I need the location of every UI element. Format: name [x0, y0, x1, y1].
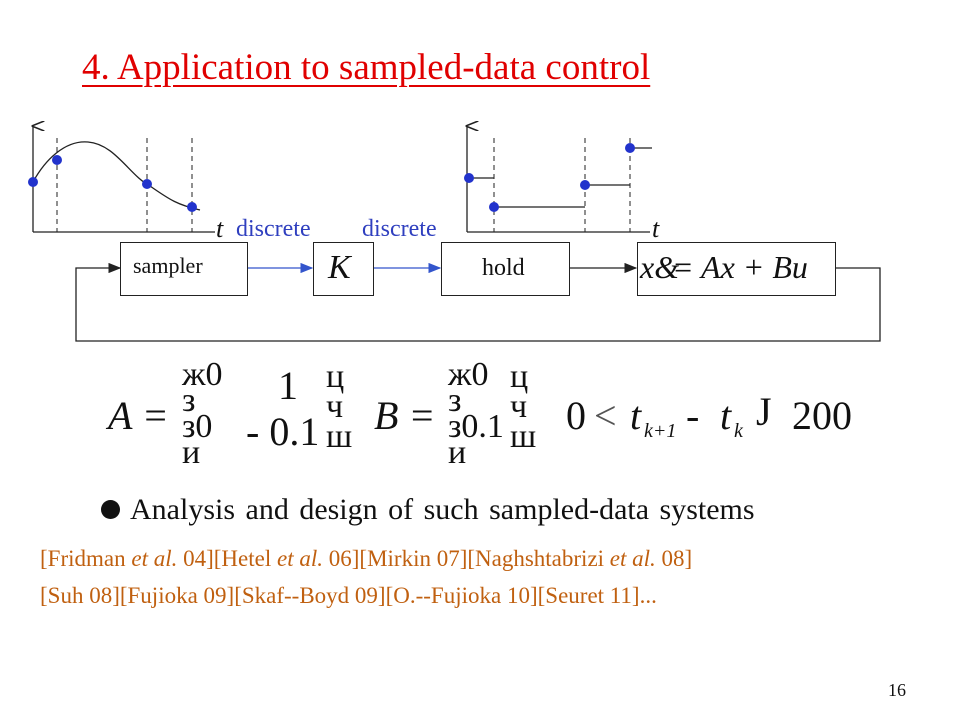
matrix-B-label: B =: [374, 393, 436, 438]
B-bracket-mid: з: [448, 382, 462, 419]
references-line-2: [Suh 08][Fujioka 09][Skaf--Boyd 09][O.--…: [40, 583, 657, 608]
plant-equation: = Ax + Bu: [672, 249, 808, 285]
references-line-1: [Fridman et al. 04][Hetel et al. 06][Mir…: [40, 546, 692, 572]
discrete-label-2: discrete: [362, 216, 437, 242]
A-rbracket-top: ц: [326, 358, 345, 395]
plant-block: x& = Ax + Bu: [637, 242, 836, 296]
B-rbracket-mid: ч: [510, 388, 528, 425]
reference-segment: 06][Mirkin 07][Naghshtabrizi: [323, 546, 610, 571]
constraint-t1: t: [630, 393, 642, 438]
constraint-k1: k+1: [644, 420, 677, 442]
matrix-A-entry-1: 1: [278, 363, 298, 408]
B-rbracket-bot: ш: [510, 418, 537, 455]
hold-block: hold: [441, 242, 570, 296]
reference-segment: 08]: [655, 546, 693, 571]
sampler-block: sampler: [120, 242, 248, 296]
matrix-A-entry-2: - 0.1: [246, 409, 320, 454]
constraint-t2: t: [720, 393, 732, 438]
matrix-B-left-bracket: ж0 з з0.1 и: [448, 356, 504, 471]
hold-label: hold: [482, 255, 525, 281]
plant-xdot: x&: [640, 249, 680, 285]
constraint-200: 200: [792, 393, 852, 438]
constraint-lt: <: [594, 393, 617, 438]
discrete-label-1: discrete: [236, 216, 311, 242]
slide-title: 4. Application to sampled-data control: [82, 47, 651, 88]
A-bracket-bot: з0: [182, 408, 213, 445]
matrix-A-label: A =: [108, 393, 169, 438]
reference-segment: 04][Hetel: [177, 546, 277, 571]
axis-label-t-right: t: [652, 214, 660, 243]
reference-segment: et al.: [277, 546, 323, 571]
A-rbracket-mid: ч: [326, 388, 344, 425]
A-bracket-top: ж0: [182, 356, 223, 393]
matrix-B-right-bracket: ц ч ш: [510, 358, 537, 455]
A-rbracket-bot: ш: [326, 418, 353, 455]
bullet-icon: [101, 500, 120, 519]
controller-block: K: [313, 242, 374, 296]
matrix-A-left-bracket: ж0 з з0 и: [182, 356, 223, 471]
reference-segment: [Fridman: [40, 546, 132, 571]
B-bracket-bot: з0.1: [448, 408, 504, 445]
constraint-k: k: [734, 420, 743, 442]
A-bracket-mid: з: [182, 382, 196, 419]
controller-label: K: [328, 249, 351, 286]
A-bracket-last: и: [182, 434, 201, 471]
sampler-label: sampler: [133, 253, 203, 278]
reference-segment: et al.: [131, 546, 178, 571]
continuous-signal-plot: [28, 126, 215, 233]
B-bracket-last: и: [448, 434, 467, 471]
held-signal-plot: [464, 126, 652, 233]
page-number: 16: [888, 680, 906, 700]
reference-segment: et al.: [609, 546, 656, 571]
constraint-minus: -: [686, 393, 700, 438]
B-bracket-top: ж0: [448, 356, 489, 393]
constraint-J: J: [756, 389, 772, 434]
axis-label-t-left: t: [216, 214, 224, 243]
B-rbracket-top: ц: [510, 358, 529, 395]
constraint-zero: 0: [566, 393, 586, 438]
bullet-text: Analysis and design of such sampled-data…: [130, 493, 755, 526]
matrix-A-right-bracket: ц ч ш: [326, 358, 353, 455]
